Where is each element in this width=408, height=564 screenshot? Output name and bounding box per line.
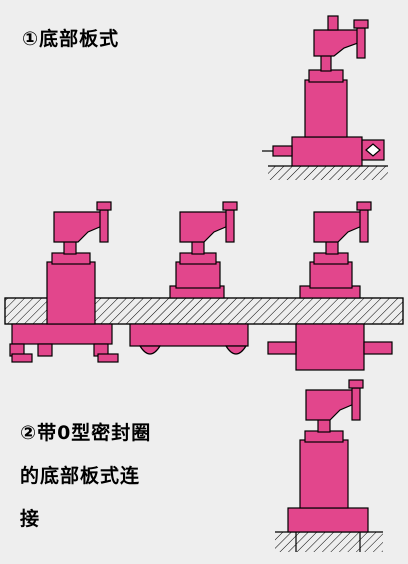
clamp-b bbox=[129, 201, 249, 355]
section-2-label-line-1: ②带0型密封圈 bbox=[20, 422, 152, 444]
clamp-c bbox=[267, 201, 393, 371]
section-2-label-line-3: 接 bbox=[20, 508, 41, 530]
section-1-label: ①底部板式 bbox=[22, 28, 120, 50]
clamp-o-ring-type bbox=[275, 379, 383, 552]
clamp-a bbox=[9, 201, 119, 363]
clamp-base-plate-type bbox=[262, 15, 388, 180]
section-2-label-line-2: 的底部板式连 bbox=[20, 465, 141, 487]
